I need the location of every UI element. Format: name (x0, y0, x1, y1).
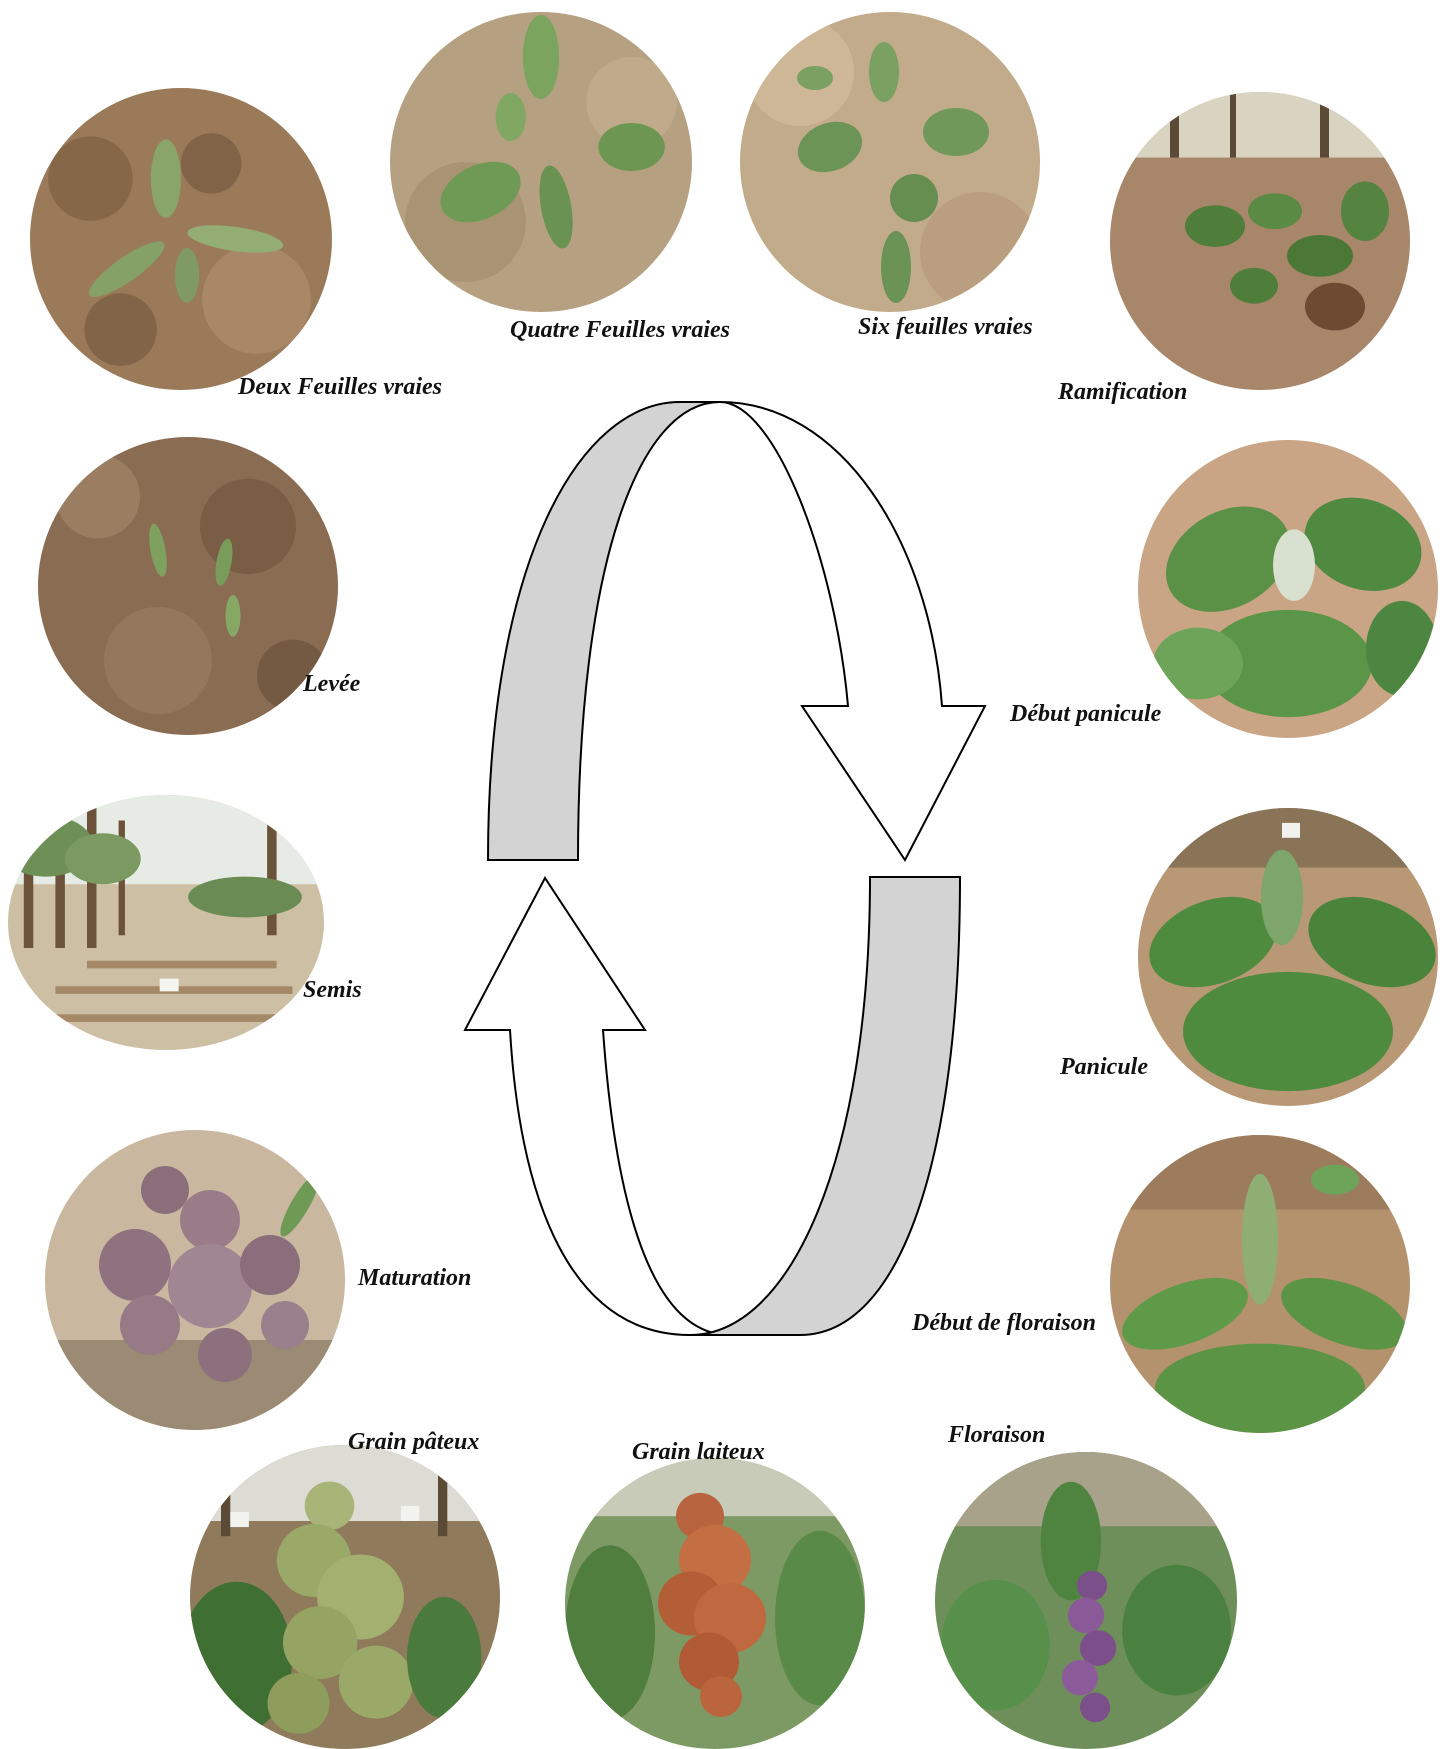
label-deux-feuilles: Deux Feuilles vraies (238, 375, 442, 399)
label-ramification: Ramification (1058, 380, 1187, 404)
band-upper-left (488, 402, 720, 860)
label-grain-laiteux: Grain laiteux (632, 1440, 765, 1464)
label-debut-floraison: Début de floraison (912, 1311, 1096, 1335)
arrow-lower-left (465, 878, 730, 1335)
photo-grain-pateux (190, 1445, 500, 1749)
photo-debut-panicule (1138, 440, 1438, 738)
photo-levee (38, 437, 338, 735)
label-quatre-feuilles: Quatre Feuilles vraies (510, 318, 730, 342)
photo-deux-feuilles (30, 88, 332, 390)
photo-maturation (45, 1130, 345, 1430)
photo-quatre-feuilles (390, 12, 692, 312)
photo-debut-floraison (1110, 1135, 1410, 1433)
photo-panicule (1138, 808, 1438, 1106)
label-floraison: Floraison (948, 1423, 1045, 1447)
photo-grain-laiteux (565, 1458, 865, 1749)
label-semis: Semis (303, 978, 362, 1002)
label-levee: Levée (303, 672, 360, 696)
label-six-feuilles: Six feuilles vraies (858, 315, 1033, 339)
photo-floraison (935, 1452, 1237, 1749)
photo-ramification (1110, 92, 1410, 390)
label-panicule: Panicule (1060, 1055, 1148, 1079)
label-grain-pateux: Grain pâteux (348, 1430, 479, 1454)
label-debut-panicule: Début panicule (1010, 702, 1161, 726)
photo-semis (8, 795, 324, 1050)
band-lower-right (690, 877, 960, 1335)
arrow-upper-right (720, 402, 985, 860)
label-maturation: Maturation (358, 1266, 471, 1290)
photo-six-feuilles (740, 12, 1040, 312)
